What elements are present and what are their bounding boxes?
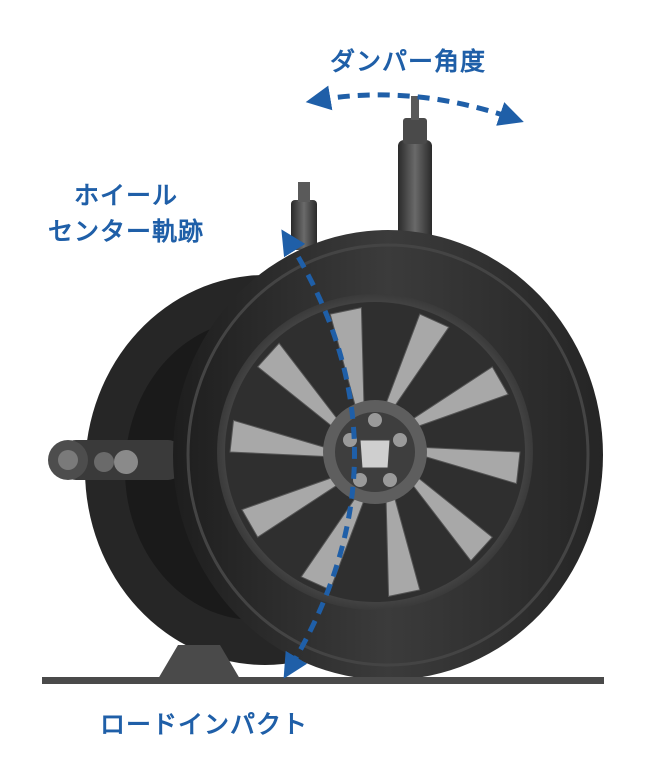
hub-axle [48,440,182,480]
wheel-rim [217,294,533,610]
damper-angle-label: ダンパー角度 [330,47,487,76]
wheel-center-trajectory-label: ホイール センター軌跡 [48,178,204,250]
wheel-center-label-line2: センター軌跡 [48,217,205,246]
stabilizer-link [291,182,317,250]
road-bump [158,645,240,679]
wheel-center-label-line1: ホイール [74,181,179,210]
road-impact-label: ロードインパクト [100,710,309,739]
wheel-center-trajectory-arrow-icon [281,229,357,679]
road-surface [42,677,604,684]
damper-angle-arrow-icon [305,85,524,126]
